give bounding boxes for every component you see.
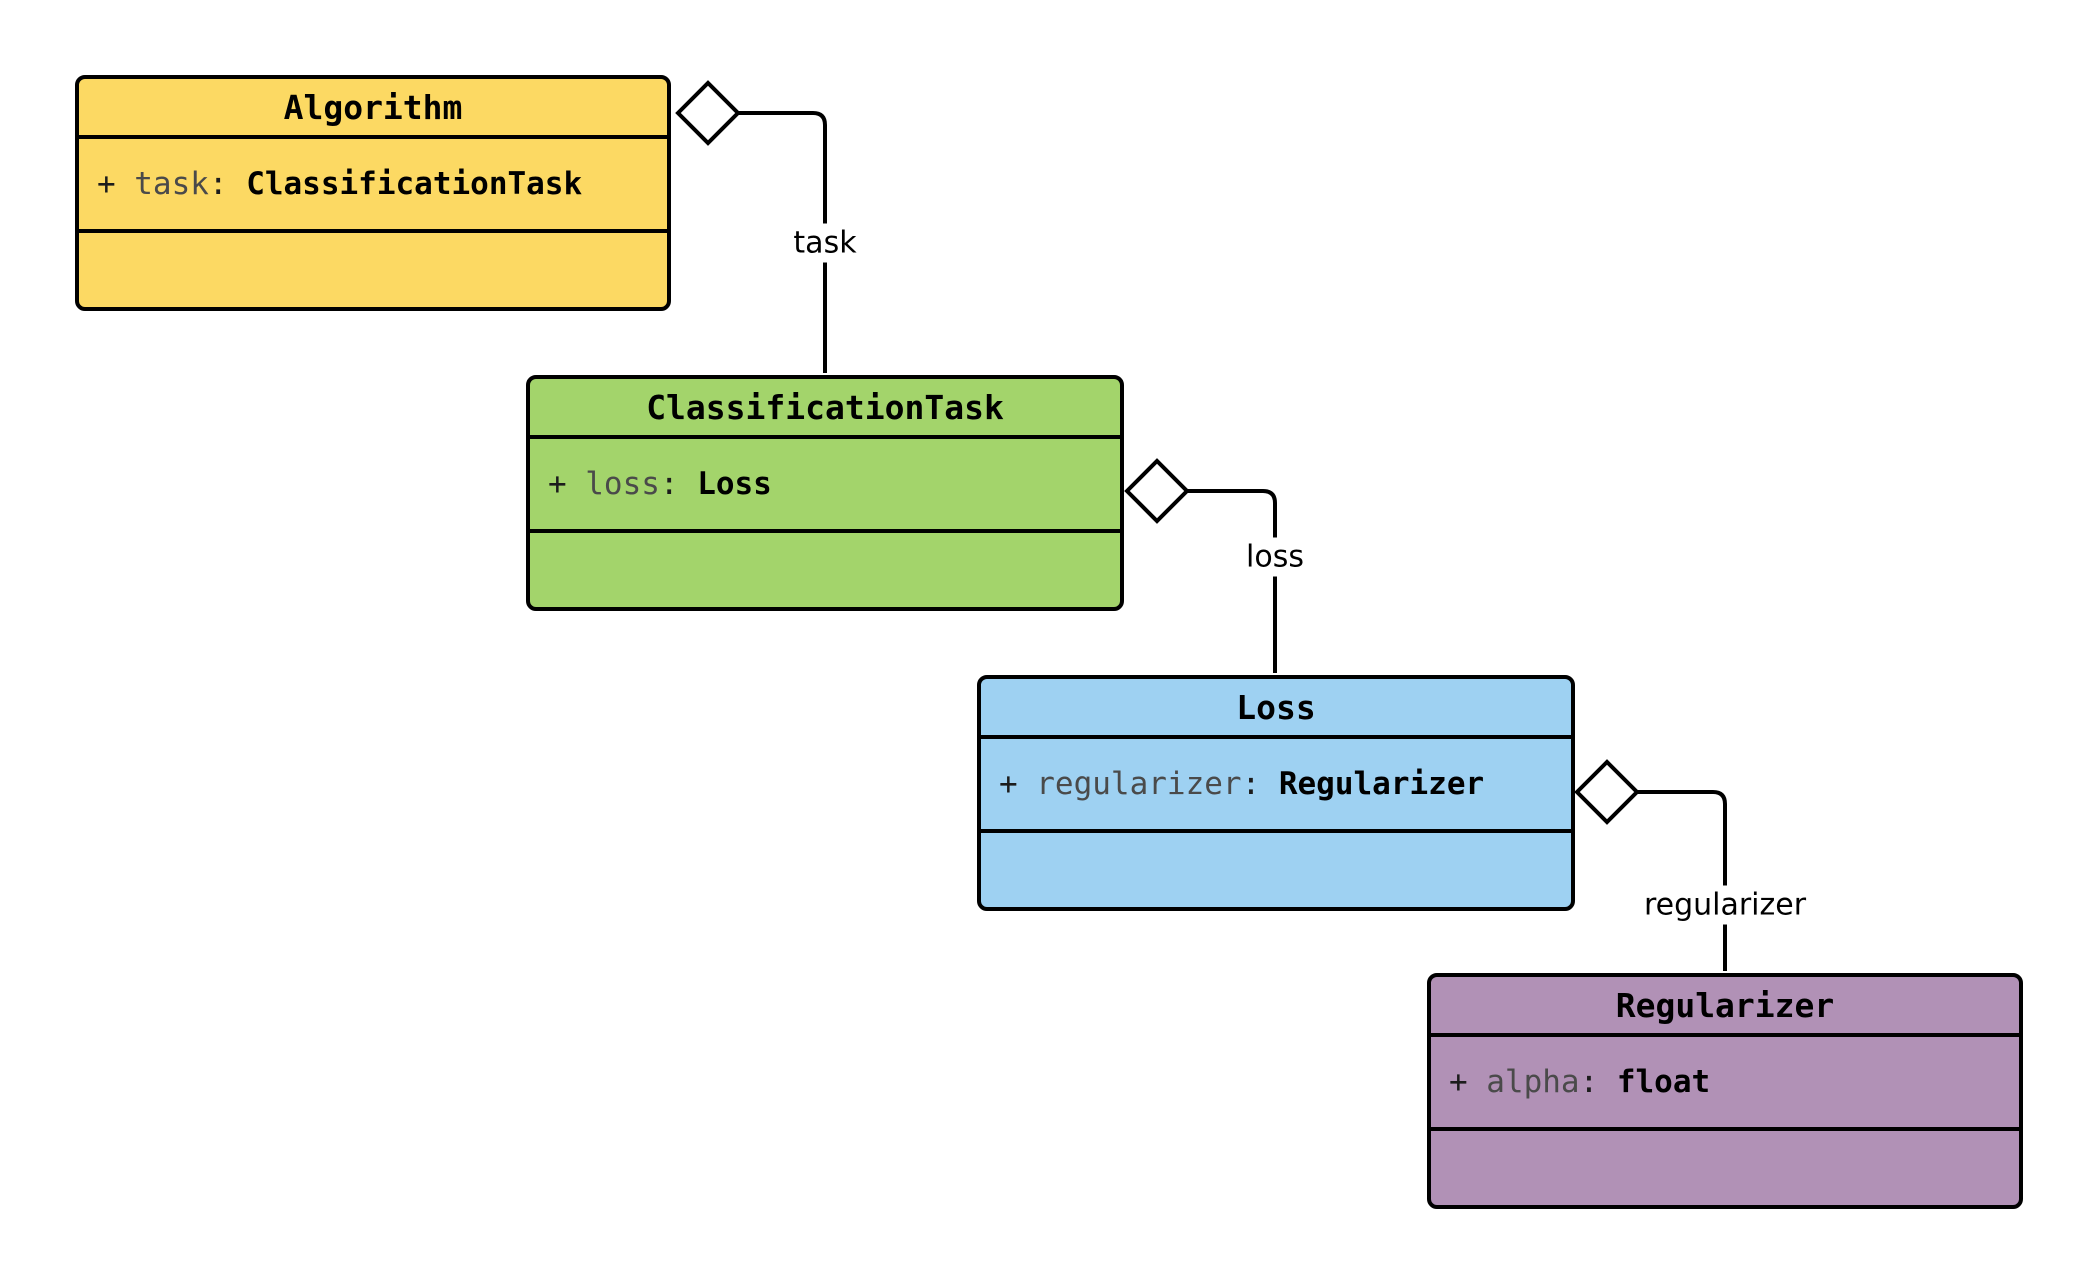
class-attributes: + loss: Loss <box>530 439 1120 533</box>
attribute-row: + loss: Loss <box>548 466 772 502</box>
class-regularizer[interactable]: Regularizer + alpha: float <box>1427 973 2023 1209</box>
class-footer <box>1431 1131 2019 1205</box>
attribute-visibility: + <box>97 166 116 202</box>
class-attributes: + task: ClassificationTask <box>79 139 667 233</box>
class-title: Regularizer <box>1431 977 2019 1037</box>
attribute-name: regularizer <box>1036 766 1242 802</box>
attribute-type: ClassificationTask <box>246 166 583 202</box>
class-classificationtask[interactable]: ClassificationTask + loss: Loss <box>526 375 1124 611</box>
edge-label-loss: loss <box>1238 537 1312 577</box>
class-footer <box>981 833 1571 907</box>
attribute-visibility: + <box>1449 1064 1468 1100</box>
class-loss[interactable]: Loss + regularizer: Regularizer <box>977 675 1575 911</box>
edge-loss <box>1187 489 1277 673</box>
attribute-name: alpha <box>1486 1064 1580 1100</box>
class-title: Loss <box>981 679 1571 739</box>
attribute-separator: : <box>1579 1064 1599 1100</box>
aggregation-diamond-icon <box>1574 759 1640 825</box>
attribute-type: Regularizer <box>1278 766 1485 802</box>
attribute-type: Loss <box>697 466 772 502</box>
attribute-separator: : <box>659 466 679 502</box>
attribute-row: + regularizer: Regularizer <box>999 766 1484 802</box>
class-attributes: + regularizer: Regularizer <box>981 739 1571 833</box>
class-footer <box>79 233 667 307</box>
attribute-name: task <box>134 166 209 202</box>
aggregation-diamond-icon <box>1124 458 1190 524</box>
aggregation-diamond-icon <box>675 80 741 146</box>
class-title: ClassificationTask <box>530 379 1120 439</box>
attribute-row: + task: ClassificationTask <box>97 166 582 202</box>
attribute-separator: : <box>208 166 228 202</box>
edge-regularizer <box>1637 790 1727 971</box>
edge-label-regularizer: regularizer <box>1635 885 1815 925</box>
attribute-separator: : <box>1241 766 1261 802</box>
class-title: Algorithm <box>79 79 667 139</box>
attribute-row: + alpha: float <box>1449 1064 1710 1100</box>
attribute-type: float <box>1616 1064 1711 1100</box>
attribute-visibility: + <box>548 466 567 502</box>
edge-label-task: task <box>785 223 865 263</box>
class-algorithm[interactable]: Algorithm + task: ClassificationTask <box>75 75 671 311</box>
attribute-visibility: + <box>999 766 1018 802</box>
edge-task <box>738 111 827 373</box>
class-footer <box>530 533 1120 607</box>
class-attributes: + alpha: float <box>1431 1037 2019 1131</box>
attribute-name: loss <box>585 466 660 502</box>
